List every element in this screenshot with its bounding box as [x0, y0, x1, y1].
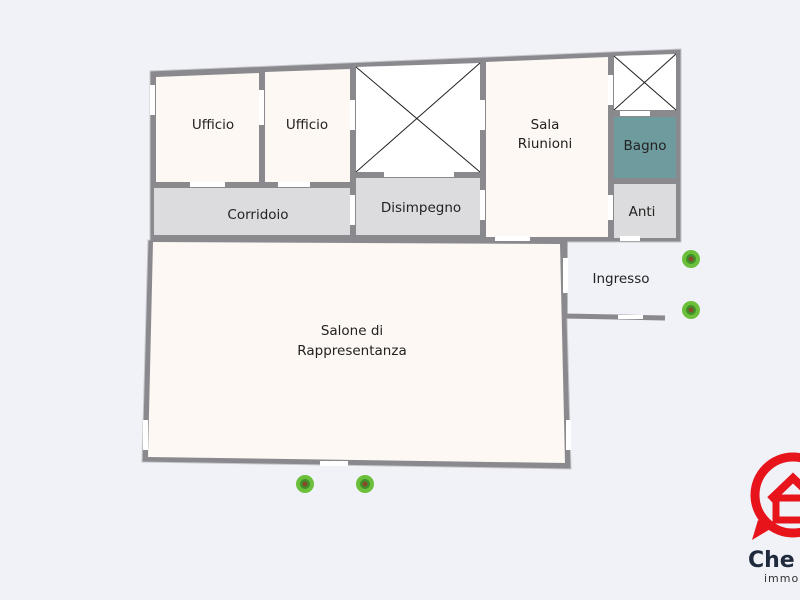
label-corridoio: Corridoio — [227, 207, 288, 223]
openings — [143, 75, 650, 466]
void-cross — [613, 55, 677, 111]
label-salone-1: Salone di — [321, 323, 383, 339]
label-ingresso: Ingresso — [593, 271, 650, 287]
room-anti — [614, 184, 676, 238]
room-sala-riunioni — [486, 57, 608, 237]
label-salone-2: Rappresentanza — [297, 343, 406, 359]
room-ufficio-1 — [156, 73, 259, 182]
void-cross — [355, 66, 481, 173]
plant-icon — [356, 475, 374, 493]
logo-subtitle: immob — [764, 572, 800, 585]
label-disimpegno: Disimpegno — [381, 200, 461, 216]
label-sala-2: Riunioni — [518, 136, 573, 152]
company-logo: Che C immob — [748, 452, 800, 585]
label-ufficio-2: Ufficio — [286, 117, 328, 133]
void-cross — [613, 53, 677, 111]
label-sala-1: Sala — [531, 117, 560, 133]
room-disimpegno — [356, 178, 480, 235]
plant-icon — [682, 250, 700, 268]
label-bagno: Bagno — [624, 138, 667, 154]
void-cross — [355, 62, 481, 173]
room-ufficio-2 — [265, 69, 350, 182]
label-anti: Anti — [629, 204, 656, 220]
plant-icon — [682, 301, 700, 319]
room-bagno — [614, 117, 676, 178]
plant-icon — [296, 475, 314, 493]
logo-name: Che C — [748, 548, 800, 573]
room-ingresso — [569, 243, 684, 315]
room-corridoio — [154, 188, 350, 235]
room-salone — [148, 242, 565, 463]
label-ufficio-1: Ufficio — [192, 117, 234, 133]
